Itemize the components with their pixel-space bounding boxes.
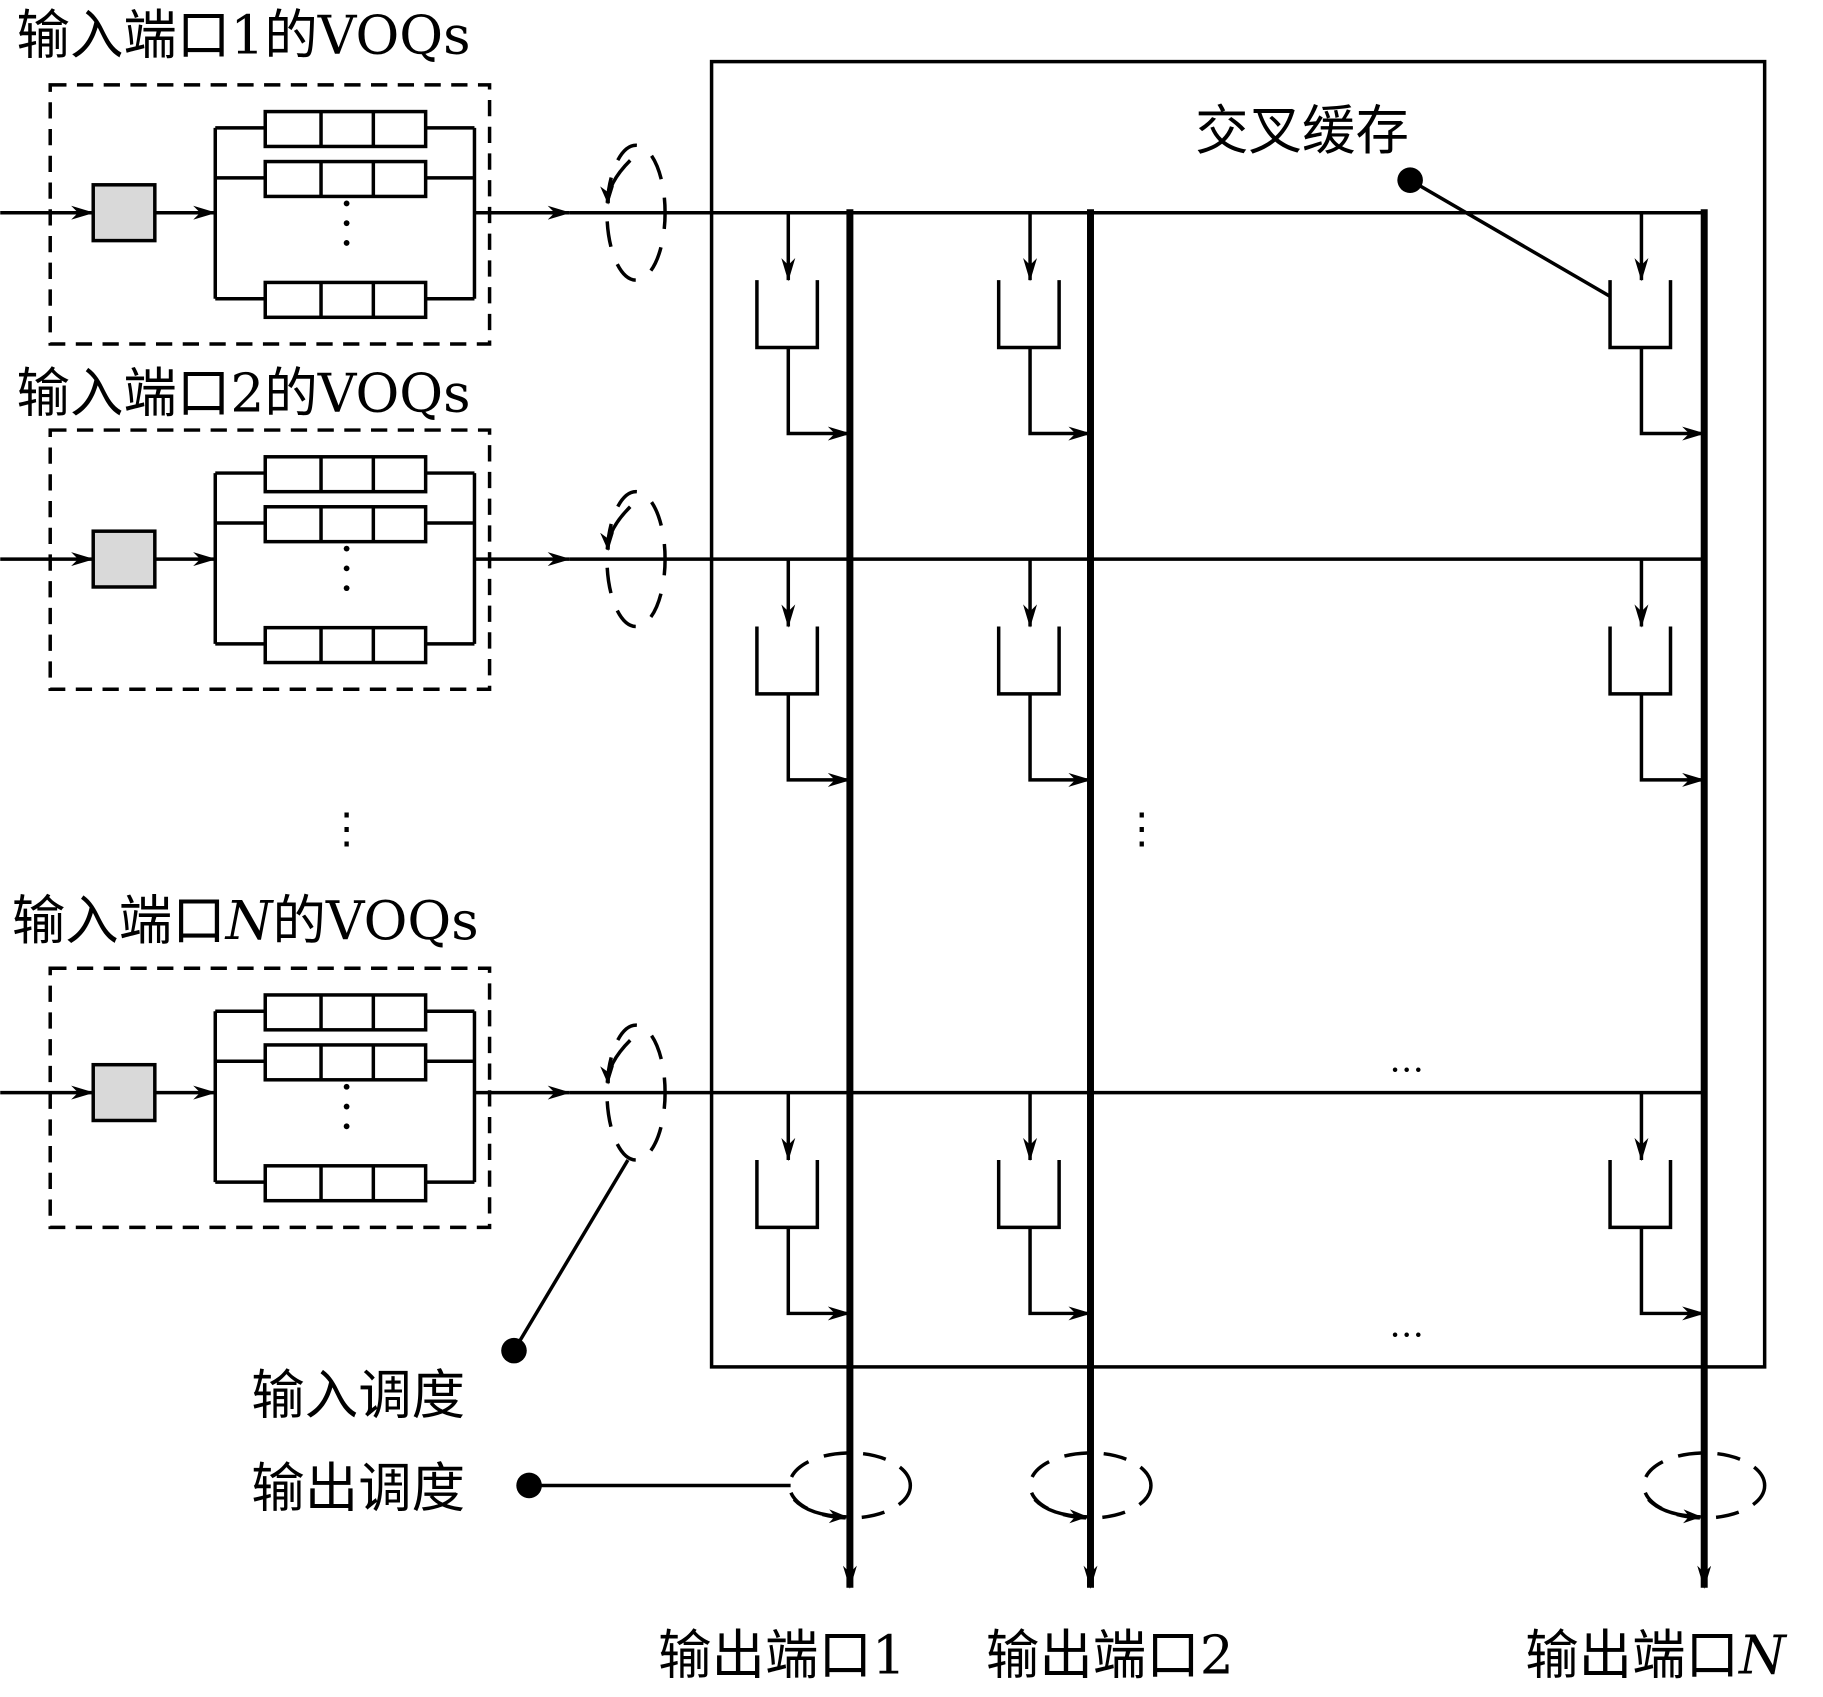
- crosspoint-buffer-r2-c3: [1608, 559, 1706, 787]
- voq-queue-1: [263, 455, 428, 494]
- buffer-out-arrow: [786, 347, 852, 441]
- buffer-cup: [755, 280, 820, 350]
- voq-queue-3: [263, 625, 428, 665]
- queue-box: [263, 109, 428, 149]
- buffer-cup: [996, 1160, 1061, 1230]
- buffer-out-arrow: [1028, 1227, 1092, 1321]
- queue-ellipsis-dot: [343, 240, 350, 246]
- input-scheduler-ellipse: [605, 143, 667, 282]
- queue-ellipsis-dot: [343, 565, 350, 572]
- classifier-box: [91, 529, 157, 589]
- crosspoint-buffer-pointer-line: [1409, 178, 1611, 298]
- buffer-out-arrow: [1028, 693, 1092, 787]
- fabric-vertical-ellipsis: ⋮: [1121, 804, 1163, 853]
- input-ellipsis: ⋮: [326, 804, 368, 853]
- voq-queue-1: [263, 993, 428, 1032]
- queue-box: [263, 1043, 428, 1082]
- voq-queue-2: [263, 159, 428, 199]
- queue-ellipsis-dot: [343, 220, 350, 227]
- queue-box: [263, 625, 428, 665]
- buffer-cup: [755, 1160, 820, 1230]
- crosspoint-buffer-r1-c1: [755, 212, 852, 441]
- output-port-label-1: 输出端口1: [658, 1624, 906, 1687]
- voq-queue-1: [263, 109, 428, 149]
- output-scheduler-arrow: [1647, 1498, 1702, 1524]
- input-scheduling-pointer-dot: [501, 1337, 527, 1364]
- input-scheduler-arrow: [600, 505, 632, 551]
- queue-box: [263, 1164, 428, 1203]
- input-group-label-1: 输入端口1的VOQs: [17, 3, 471, 66]
- queue-ellipsis-dot: [343, 200, 350, 207]
- voq-groups: [0, 83, 712, 1230]
- crosspoint-buffer-r1-c2: [996, 212, 1092, 441]
- voq-queue-3: [263, 1164, 428, 1203]
- input-scheduling-pointer-line: [512, 1159, 630, 1352]
- input-group-label-n: 输入端口N的VOQs: [12, 889, 479, 952]
- crosspoint-buffer-pointer-dot: [1397, 167, 1423, 193]
- queue-ellipsis-dot: [343, 1083, 350, 1090]
- buffer-out-arrow: [1639, 347, 1706, 441]
- output-scheduler-ellipse: [1642, 1451, 1767, 1520]
- crosspoint-buffer-r2-c2: [996, 559, 1092, 787]
- classifier-box: [91, 1062, 157, 1123]
- output-scheduler-ellipse: [1028, 1451, 1153, 1520]
- output-scheduler-arrow: [1033, 1498, 1089, 1524]
- voq-group-3: [0, 966, 712, 1230]
- crosspoint-buffer-r3-c1: [755, 1092, 852, 1321]
- output-port-label-2: 输出端口2: [986, 1624, 1234, 1687]
- queue-box: [263, 280, 428, 320]
- voq-group-1: [0, 83, 712, 346]
- voq-dashed-box: [48, 966, 492, 1230]
- crossbar-fabric: [711, 209, 1767, 1589]
- queue-ellipsis-dot: [343, 1123, 350, 1130]
- buffer-out-arrow: [1639, 1227, 1706, 1321]
- classifier-box: [91, 183, 157, 243]
- queue-ellipsis-dot: [343, 1103, 350, 1110]
- voq-queue-2: [263, 1043, 428, 1082]
- voq-queue-3: [263, 280, 428, 320]
- queue-box: [263, 993, 428, 1032]
- crosspoint-buffer-r3-c2: [996, 1092, 1092, 1321]
- voq-queue-2: [263, 505, 428, 544]
- input-scheduler-ellipse: [605, 1023, 667, 1162]
- output-scheduler-1: [787, 1451, 913, 1524]
- input-group-label-2: 输入端口2的VOQs: [17, 361, 471, 424]
- buffer-out-arrow: [786, 693, 852, 787]
- buffer-cup: [1608, 626, 1673, 696]
- output-scheduling-label: 输出调度: [251, 1456, 465, 1519]
- crosspoint-buffer-label: 交叉缓存: [1195, 99, 1409, 162]
- fabric-horizontal-ellipsis-1: …: [1389, 1041, 1424, 1081]
- input-scheduler-arrow: [600, 159, 632, 205]
- fabric-horizontal-ellipsis-2: …: [1389, 1306, 1424, 1346]
- input-scheduler-arrow: [600, 1039, 632, 1085]
- buffer-out-arrow: [1028, 347, 1092, 441]
- crosspoint-buffer-r3-c3: [1608, 1092, 1706, 1321]
- queue-box: [263, 159, 428, 199]
- voq-group-2: [0, 428, 712, 692]
- queue-box: [263, 455, 428, 494]
- crosspoint-buffer-r2-c1: [755, 559, 852, 787]
- crossbar-fabric-box: [709, 59, 1767, 1369]
- output-scheduler-3: [1642, 1451, 1767, 1524]
- buffer-cup: [1608, 280, 1673, 350]
- buffer-cup: [996, 280, 1061, 350]
- queue-ellipsis-dot: [343, 545, 350, 552]
- output-scheduler-2: [1028, 1451, 1153, 1524]
- input-scheduler-ellipse: [605, 489, 667, 629]
- buffer-cup: [1608, 1160, 1673, 1230]
- crosspoint-buffer-r1-c3: [1608, 212, 1706, 441]
- queue-box: [263, 505, 428, 544]
- buffer-cup: [755, 626, 820, 696]
- queue-ellipsis-dot: [343, 585, 350, 592]
- buffer-out-arrow: [1639, 693, 1706, 787]
- output-scheduler-arrow: [792, 1498, 848, 1524]
- buffer-out-arrow: [786, 1227, 852, 1321]
- output-port-label-n: 输出端口N: [1525, 1624, 1788, 1687]
- output-scheduler-ellipse: [787, 1451, 913, 1520]
- buffer-cup: [996, 626, 1061, 696]
- input-scheduling-label: 输入调度: [251, 1363, 465, 1426]
